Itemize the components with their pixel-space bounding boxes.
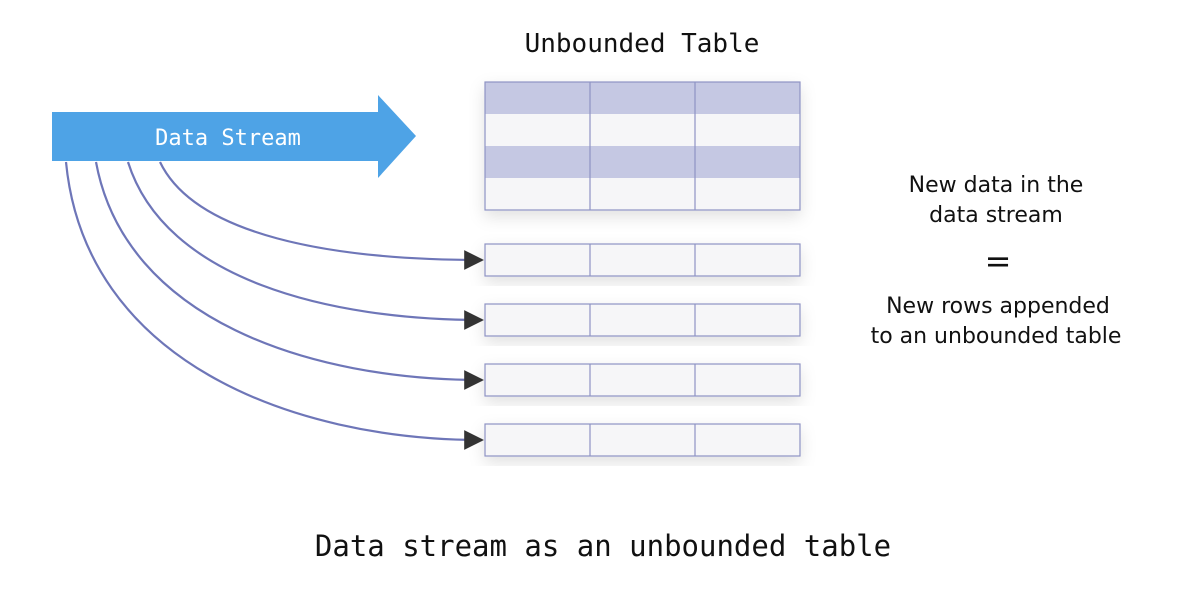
connector-arrow-3 — [94, 161, 484, 390]
new-row-3 — [484, 363, 801, 397]
data-stream-arrow: Data Stream — [52, 95, 416, 178]
equals-sign: = — [985, 242, 1012, 280]
connector-arrow-4 — [64, 161, 484, 450]
table-row-2 — [485, 114, 800, 146]
unbounded-table — [484, 81, 801, 211]
note-line-2: data stream — [929, 203, 1063, 228]
table-row-4 — [485, 178, 800, 210]
note-line-4: to an unbounded table — [871, 324, 1122, 349]
table-title: Unbounded Table — [525, 29, 760, 59]
connector-arrow-1 — [159, 161, 484, 270]
stream-label: Data Stream — [155, 126, 301, 151]
connector-arrow-2 — [126, 161, 484, 330]
diagram-caption: Data stream as an unbounded table — [315, 529, 891, 563]
explanation-note: New data in the data stream = New rows a… — [871, 173, 1122, 349]
new-row-1 — [484, 243, 801, 277]
note-line-3: New rows appended — [886, 294, 1110, 319]
table-border — [484, 81, 801, 211]
new-row-2 — [484, 303, 801, 337]
stream-arrow-shape — [52, 95, 416, 178]
table-row-3 — [485, 146, 800, 178]
new-row-4 — [484, 423, 801, 457]
note-line-1: New data in the — [909, 173, 1084, 198]
stream-connectors — [64, 161, 484, 450]
table-row-1 — [485, 82, 800, 114]
